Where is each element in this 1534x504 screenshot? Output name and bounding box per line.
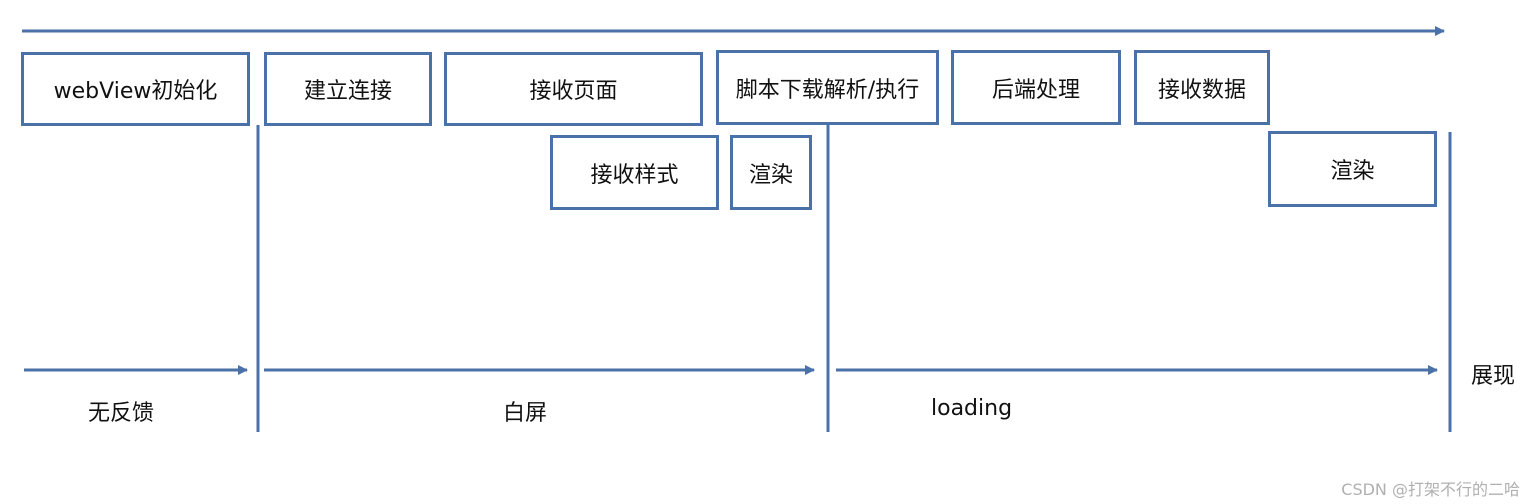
box-webview-init: webView初始化 <box>21 52 250 126</box>
box-connect: 建立连接 <box>264 52 432 126</box>
box-receive-page: 接收页面 <box>444 52 703 126</box>
phase-label-loading: loading <box>931 396 1013 421</box>
box-backend: 后端处理 <box>951 50 1121 125</box>
phase-label-white-screen: 白屏 <box>503 401 548 426</box>
box-receive-style: 接收样式 <box>550 135 719 210</box>
phase-label-show: 展现 <box>1471 364 1516 389</box>
phase-label-no-feedback: 无反馈 <box>88 401 155 426</box>
box-render-2: 渲染 <box>1268 131 1437 207</box>
watermark: CSDN @打架不行的二哈 <box>1341 480 1520 499</box>
box-receive-data: 接收数据 <box>1134 50 1270 125</box>
box-script: 脚本下载解析/执行 <box>716 50 939 125</box>
box-render-1: 渲染 <box>730 135 812 210</box>
